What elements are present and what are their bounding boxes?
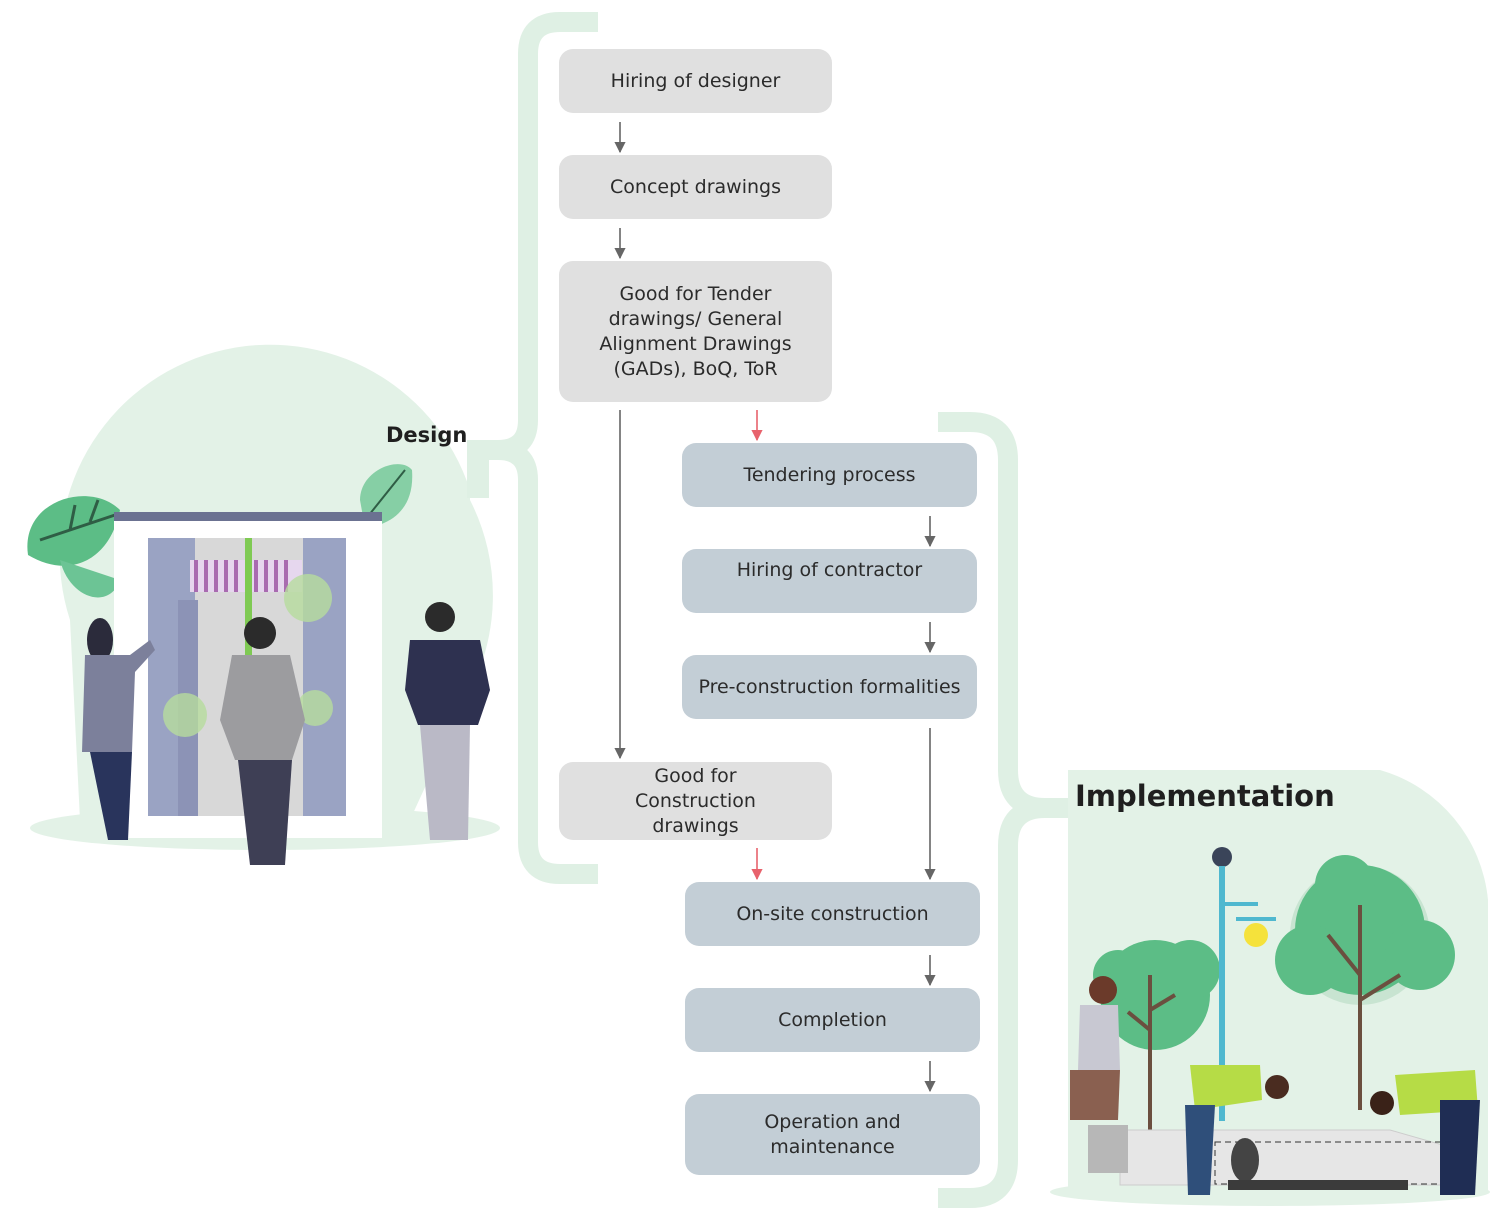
- worker-illustration: [1070, 976, 1128, 1173]
- step-operation-maintenance: Operation and maintenance: [685, 1094, 980, 1175]
- person-illustration: [220, 617, 305, 865]
- person-illustration: [82, 618, 155, 840]
- step-gft-drawings: Good for Tender drawings/ General Alignm…: [559, 261, 832, 402]
- design-bracket: [467, 12, 598, 884]
- step-hiring-designer: Hiring of designer: [559, 49, 832, 113]
- implementation-illustration: [1050, 770, 1490, 1206]
- step-concept-drawings: Concept drawings: [559, 155, 832, 219]
- step-hiring-contractor: Hiring of contractor: [682, 549, 977, 613]
- tree-icon: [1275, 855, 1455, 1110]
- design-section-label: Design: [386, 423, 468, 447]
- step-onsite-construction: On-site construction: [685, 882, 980, 946]
- leaf-icon: [27, 496, 120, 598]
- worker-illustration: [1185, 1065, 1289, 1195]
- step-completion: Completion: [685, 988, 980, 1052]
- step-pre-construction: Pre-construction formalities: [682, 655, 977, 719]
- design-illustration: [27, 344, 500, 865]
- flow-arrows: [614, 122, 936, 1093]
- implementation-bracket: [938, 412, 1068, 1208]
- street-lamp-icon: [1212, 847, 1276, 1121]
- person-illustration: [405, 602, 490, 840]
- worker-illustration: [1370, 1070, 1480, 1195]
- step-gfc-drawings: Good for Construction drawings: [559, 762, 832, 840]
- step-tendering-process: Tendering process: [682, 443, 977, 507]
- implementation-section-label: Implementation: [1075, 779, 1335, 813]
